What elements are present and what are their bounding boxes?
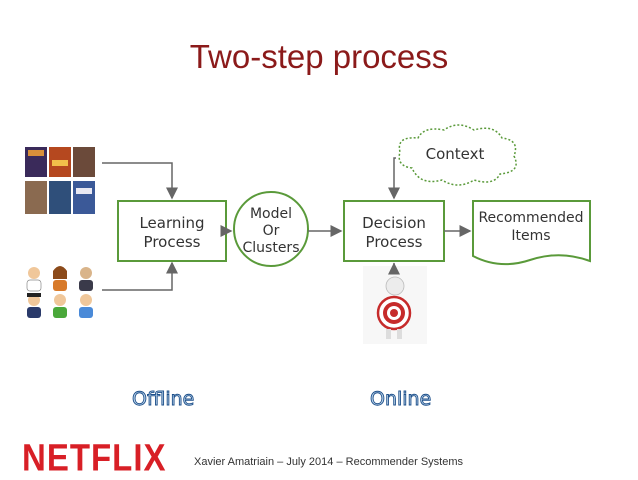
target-person-image: [363, 266, 427, 344]
decision-process-line-2: Process: [366, 233, 423, 251]
users-to-learning-arrow: [102, 261, 178, 291]
recommended-line-1: Recommended: [478, 210, 583, 226]
model-or-clusters-node: [233, 191, 309, 267]
users-image: [26, 266, 93, 318]
movie-posters-image: [25, 147, 95, 214]
netflix-logo: NETFLIX: [22, 436, 167, 479]
footer-text: Xavier Amatriain – July 2014 – Recommend…: [194, 456, 464, 468]
decision-process-line-1: Decision: [362, 214, 426, 232]
decision-process-box: [343, 200, 445, 262]
context-to-decision-arrow: [388, 157, 400, 200]
slide-title: Two-step process: [189, 38, 449, 75]
recommended-items-document: [472, 200, 591, 266]
learning-process-box: [117, 200, 227, 262]
model-line-3: Clusters: [243, 240, 300, 256]
learning-process-line-1: Learning: [139, 214, 204, 232]
offline-label: Offline: [132, 388, 195, 411]
model-line-1: Model: [250, 206, 292, 222]
context-cloud: [398, 124, 517, 186]
model-line-2: Or: [263, 223, 280, 239]
posters-to-learning-arrow: [102, 162, 178, 200]
learning-process-line-2: Process: [144, 233, 201, 251]
online-label: Online: [370, 388, 432, 411]
context-label: Context: [426, 145, 485, 163]
recommended-line-2: Items: [511, 228, 550, 244]
